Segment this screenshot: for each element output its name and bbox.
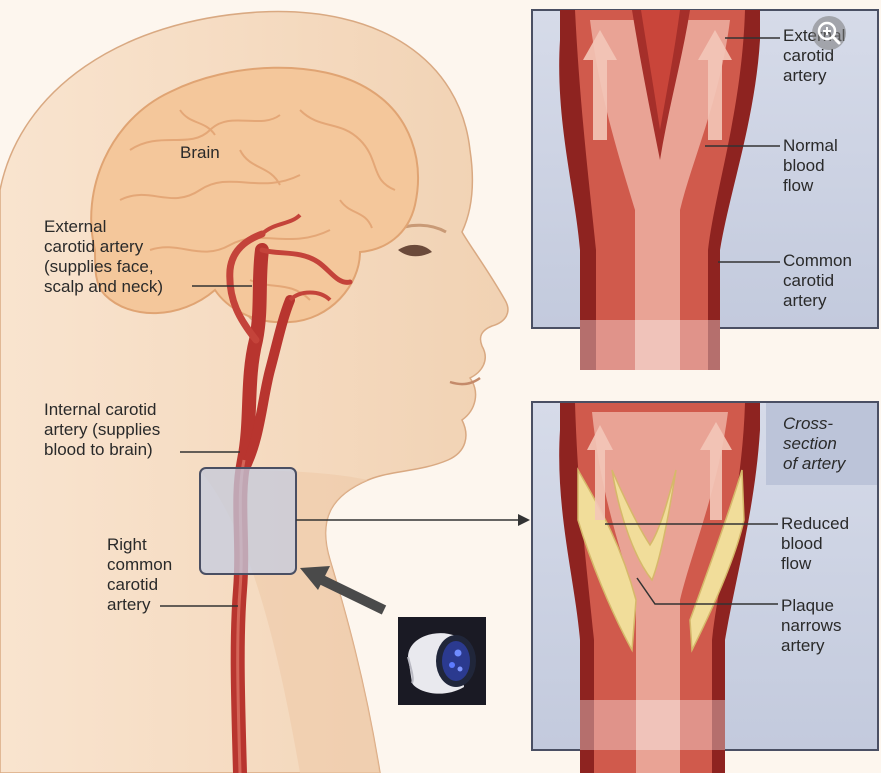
lower-vessel-fade: [580, 700, 725, 750]
cross-section-label-bg: [766, 403, 877, 485]
label-brain: Brain: [180, 143, 220, 162]
upper-vessel-fade: [580, 320, 720, 370]
reduced-flow-arrows: [587, 422, 732, 520]
brain-folds: [119, 109, 396, 301]
label-common-carotid: Common carotid artery: [783, 251, 852, 310]
label-normal-blood-flow: Normal blood flow: [783, 136, 838, 195]
leader-lines: [160, 37, 780, 607]
highlight-box: [199, 467, 297, 575]
label-internal-carotid: Internal carotid artery (supplies blood …: [44, 400, 161, 459]
brain-shape: [90, 66, 419, 324]
eye: [398, 244, 432, 257]
normal-flow-arrows: [583, 30, 732, 140]
label-external-carotid-left: External carotid artery (supplies face, …: [44, 217, 164, 296]
label-right-common-carotid: Right common carotid artery: [107, 535, 173, 614]
pointer-arrow-shaft: [315, 573, 387, 615]
connector-arrowhead: [518, 514, 530, 526]
label-plaque: Plaque narrows artery: [781, 596, 842, 655]
mouth: [449, 376, 481, 386]
ultrasound-device-icon: [398, 617, 486, 705]
pointer-arrow-head: [300, 566, 330, 590]
magnifier-plus-icon[interactable]: [812, 16, 846, 50]
label-cross-section: Cross- section of artery: [783, 414, 846, 473]
label-reduced-blood-flow: Reduced blood flow: [781, 514, 850, 573]
